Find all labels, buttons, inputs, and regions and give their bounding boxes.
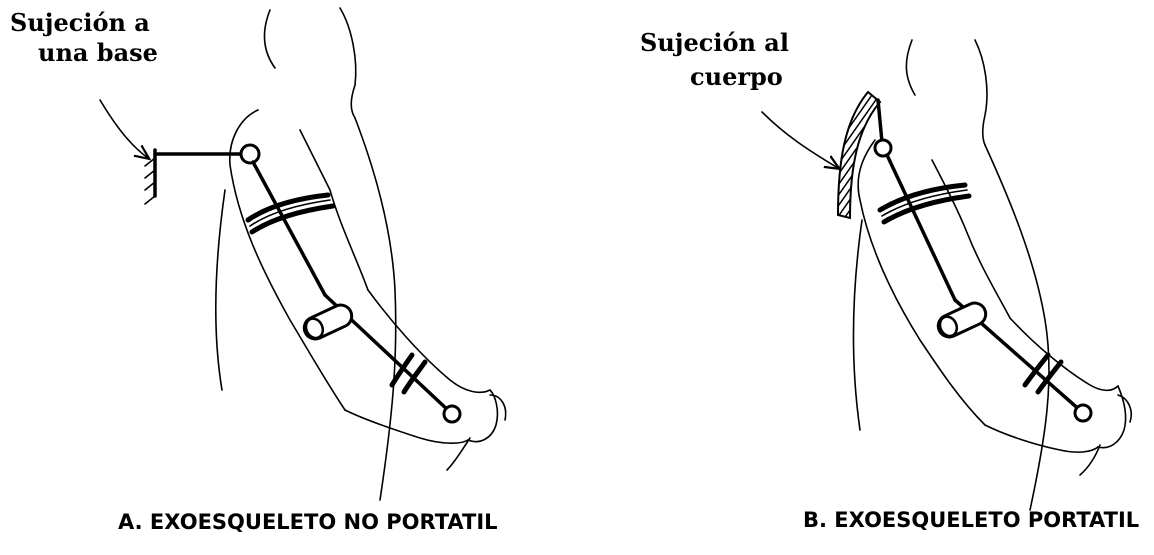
head-outline-b [906,40,915,95]
figure-a-drawing [100,8,506,500]
forearm-top-a [368,290,490,392]
hip-b [853,220,862,430]
hip-a [216,190,225,390]
upper-arm-bar-a [253,162,325,295]
annotation-arrow-b [762,112,838,168]
figure-b-drawing [762,40,1131,510]
wrist-joint-a [444,406,460,422]
torso-right-a [355,118,396,500]
shoulder-outline-b [975,40,987,145]
elbow-actuator-a [301,301,356,342]
torso-right-b [985,145,1049,510]
hand-b [1080,386,1131,475]
shoulder-joint-b [875,140,891,156]
upper-arm-inner-b [932,160,1010,318]
annotation-arrow-a [100,100,148,158]
upper-arm-bar-b [887,155,955,300]
hand-a [447,390,506,470]
shoulder-joint-a [241,145,259,163]
wrist-joint-b [1075,405,1091,421]
attachment-link-b [878,100,882,142]
shoulder-outline-a [340,8,356,118]
head-outline-a [265,10,275,68]
